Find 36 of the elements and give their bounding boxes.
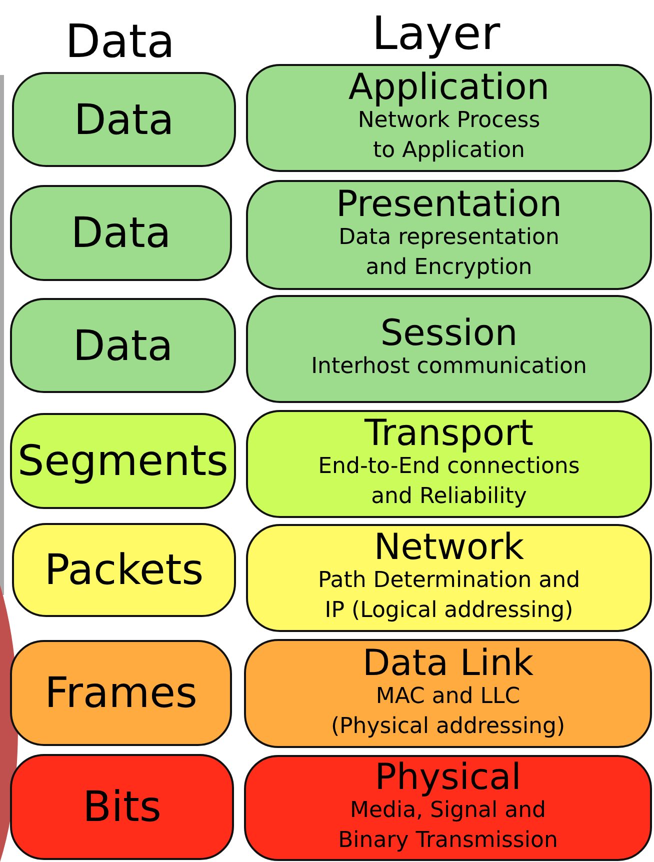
column-heading: Data <box>65 18 175 64</box>
layer-description: End-to-End connections and Reliability <box>317 453 581 511</box>
data-unit-name: Frames <box>44 672 198 714</box>
layer-box <box>246 295 652 403</box>
layer-box <box>244 755 652 861</box>
layer-name: Session <box>380 316 518 352</box>
data-unit-box <box>12 523 236 617</box>
layer-description: Interhost communication <box>311 353 587 382</box>
layer-name: Network <box>374 530 524 566</box>
layer-name: Transport <box>364 416 534 452</box>
data-unit-box <box>10 754 234 860</box>
layer-description: Path Determination and IP (Logical addressing) <box>316 567 582 625</box>
layer-name: Data Link <box>362 646 534 682</box>
layer-description: MAC and LLC (Physical addressing) <box>330 682 566 740</box>
layer-description: Network Process to Application <box>356 107 542 165</box>
data-unit-name: Data <box>70 212 172 254</box>
layer-box <box>246 180 652 290</box>
layer-name: Physical <box>374 760 522 796</box>
data-unit-box <box>12 72 236 167</box>
data-unit-name: Packets <box>44 549 204 591</box>
data-unit-box <box>10 413 236 509</box>
layer-box <box>246 64 652 172</box>
layer-box <box>246 410 652 518</box>
layer-description: Media, Signal and Binary Transmission <box>337 797 559 855</box>
layer-description: Data representation and Encryption <box>338 224 560 282</box>
layer-name: Presentation <box>336 187 562 224</box>
data-unit-name: Data <box>72 324 174 366</box>
data-unit-name: Data <box>74 98 174 140</box>
data-unit-box <box>10 298 236 393</box>
layer-box <box>244 639 652 748</box>
data-unit-box <box>10 185 232 281</box>
data-unit-box <box>10 640 232 746</box>
layer-box <box>246 524 652 632</box>
data-unit-name: Bits <box>82 786 162 828</box>
layer-name: Application <box>348 70 550 106</box>
data-unit-name: Segments <box>18 440 228 482</box>
